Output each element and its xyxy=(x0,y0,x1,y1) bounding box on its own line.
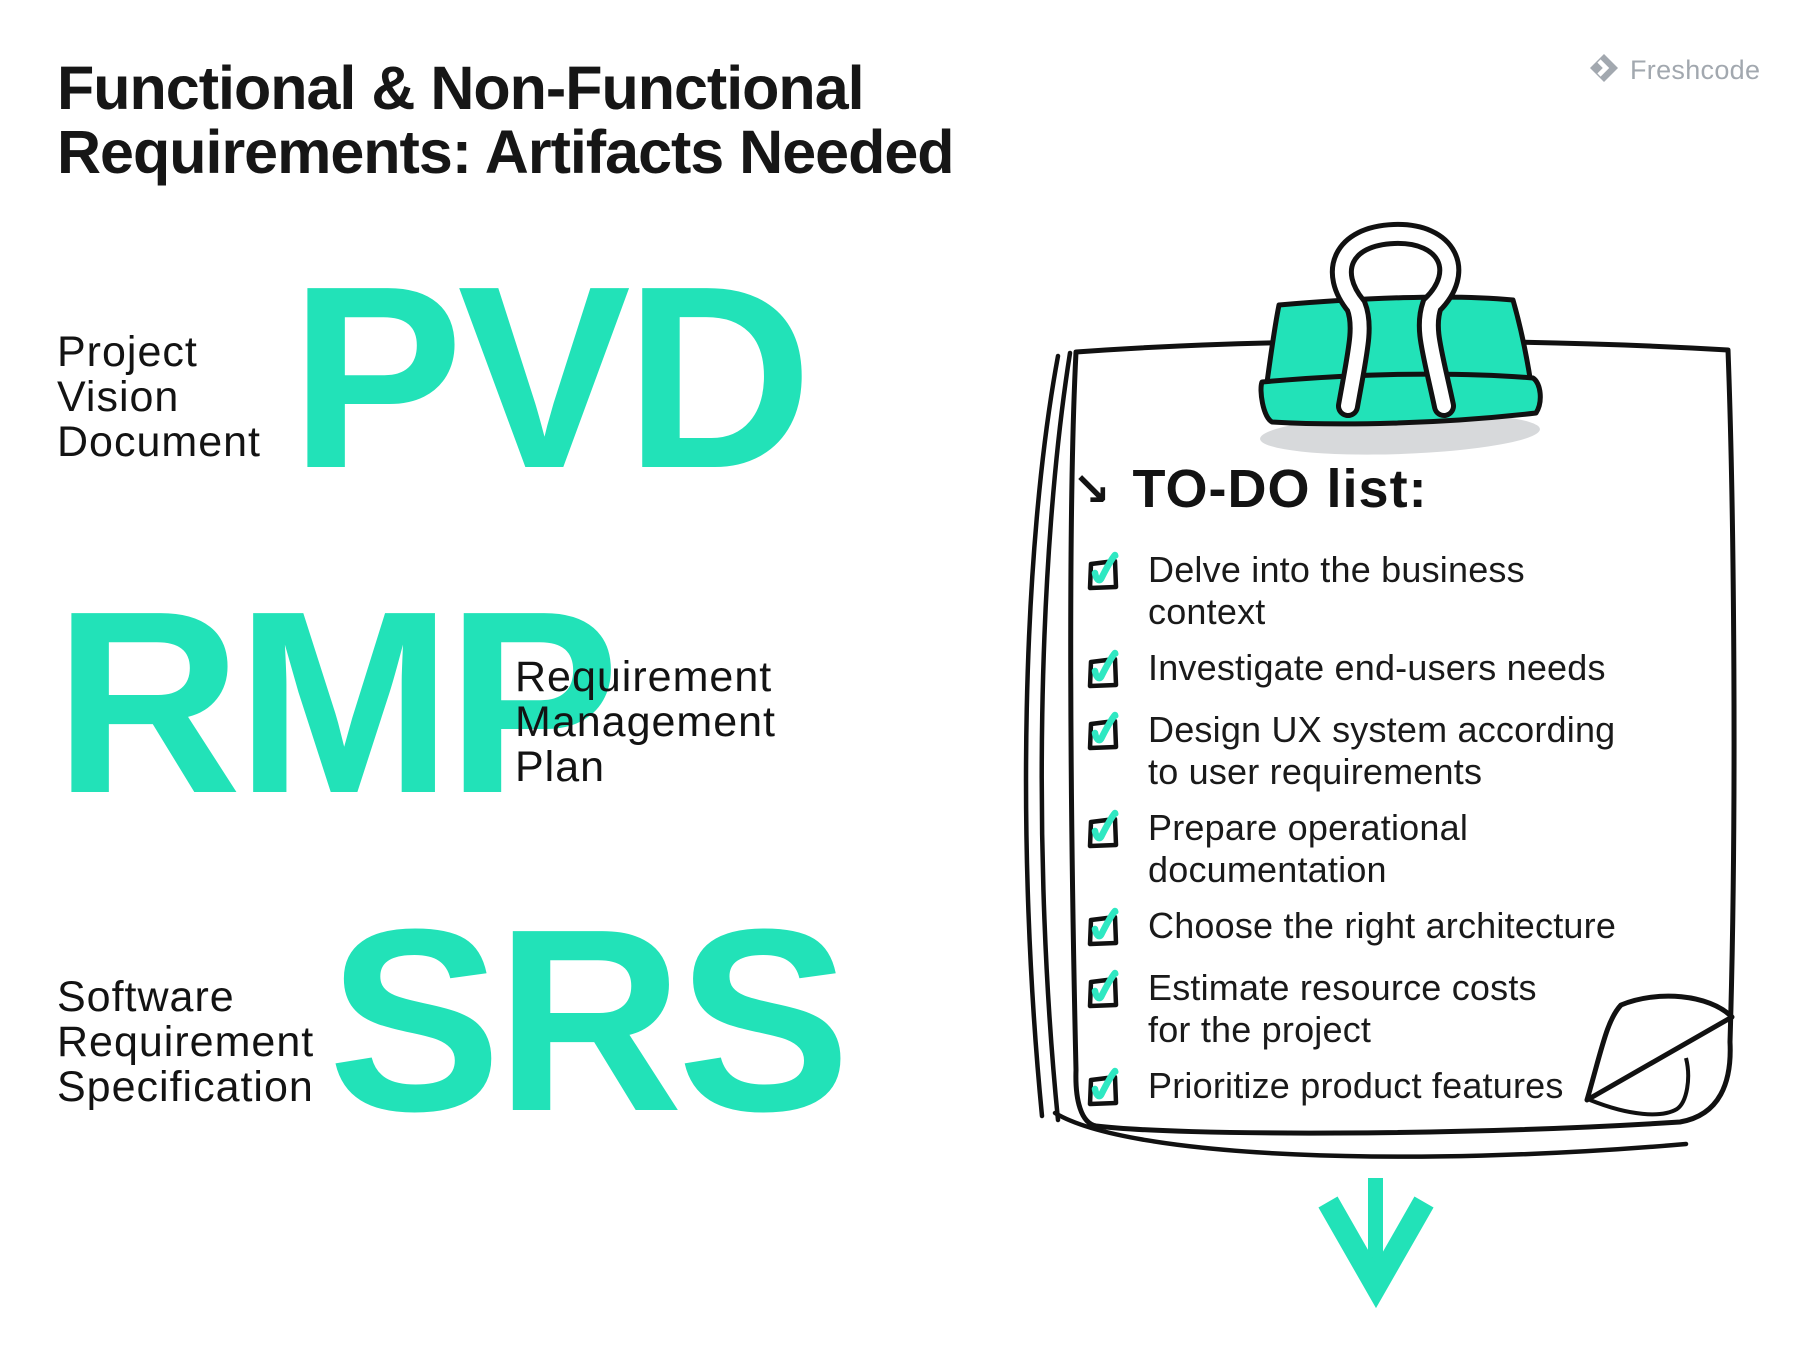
artifact-label-line: Management xyxy=(515,698,776,746)
artifact-label-line: Document xyxy=(57,418,261,466)
artifact-label-line: Project xyxy=(57,328,198,376)
todo-item-line: Investigate end-users needs xyxy=(1148,647,1606,688)
todo-item: Prepare operational documentation xyxy=(1085,807,1725,891)
todo-item-line: Prepare operational xyxy=(1148,807,1469,848)
artifact-label-rmp: Requirement Management Plan xyxy=(515,655,776,790)
todo-item: Design UX system according to user requi… xyxy=(1085,709,1725,793)
notepad-page xyxy=(1068,338,1737,1136)
notepad-corner-curl xyxy=(1584,993,1735,1103)
artifact-abbr-rmp: RMP xyxy=(54,558,620,848)
notepad-under-corner xyxy=(1589,1057,1691,1117)
todo-item-text: Estimate resource costs for the project xyxy=(1148,967,1537,1051)
checkbox-checked-icon xyxy=(1085,550,1121,597)
todo-item: Prioritize product features xyxy=(1085,1065,1725,1113)
artifact-label-srs: Software Requirement Specification xyxy=(57,975,314,1110)
todo-item-text: Prepare operational documentation xyxy=(1148,807,1468,891)
todo-item: Choose the right architecture xyxy=(1085,905,1725,953)
todo-item-text: Prioritize product features xyxy=(1148,1065,1564,1107)
notepad-illustration xyxy=(980,210,1780,1360)
todo-header: ↘ TO-DO list: xyxy=(1072,458,1428,520)
todo-item-line: Choose the right architecture xyxy=(1148,905,1617,946)
notepad-page-edges xyxy=(1023,350,1689,1159)
checkbox-checked-icon xyxy=(1085,710,1121,757)
artifact-label-line: Plan xyxy=(515,743,606,791)
freshcode-logo-text: Freshcode xyxy=(1630,55,1761,85)
todo-item-text: Delve into the business context xyxy=(1148,549,1525,633)
artifact-abbr-srs: SRS xyxy=(328,876,851,1166)
checkbox-checked-icon xyxy=(1085,968,1121,1015)
checkbox-checked-icon xyxy=(1085,1066,1121,1113)
binder-clip-lip xyxy=(1258,371,1543,427)
todo-item-line: Delve into the business xyxy=(1148,549,1525,590)
artifact-label-line: Specification xyxy=(57,1063,314,1111)
todo-item-text: Design UX system according to user requi… xyxy=(1148,709,1615,793)
page-title-line1: Functional & Non-Functional xyxy=(57,54,865,122)
todo-item-line: to user requirements xyxy=(1148,751,1483,792)
todo-item: Delve into the business context xyxy=(1085,549,1725,633)
todo-item: Investigate end-users needs xyxy=(1085,647,1725,695)
artifact-abbr-pvd: PVD xyxy=(290,233,813,523)
down-arrow-icon xyxy=(1318,1178,1434,1309)
checkbox-checked-icon xyxy=(1085,906,1121,953)
todo-item-line: context xyxy=(1148,591,1266,632)
artifact-label-line: Requirement xyxy=(57,1018,315,1066)
todo-item-text: Choose the right architecture xyxy=(1148,905,1616,947)
binder-clip-wire xyxy=(1329,221,1462,418)
artifact-label-line: Requirement xyxy=(515,653,773,701)
artifact-label-line: Software xyxy=(57,973,235,1021)
todo-item-line: for the project xyxy=(1148,1009,1372,1050)
binder-clip-body xyxy=(1263,294,1534,393)
todo-item-line: Prioritize product features xyxy=(1148,1065,1564,1106)
todo-item-line: Estimate resource costs xyxy=(1148,967,1537,1008)
todo-item-line: Design UX system according xyxy=(1148,709,1616,750)
freshcode-diamond-icon xyxy=(1588,52,1620,89)
checkbox-checked-icon xyxy=(1085,808,1121,855)
page-title: Functional & Non-Functional Requirements… xyxy=(57,54,955,186)
todo-item-text: Investigate end-users needs xyxy=(1148,647,1606,689)
artifact-label-pvd: Project Vision Document xyxy=(57,330,261,465)
todo-item: Estimate resource costs for the project xyxy=(1085,967,1725,1051)
checkbox-checked-icon xyxy=(1085,648,1121,695)
todo-item-line: documentation xyxy=(1148,849,1387,890)
freshcode-logo: Freshcode xyxy=(1588,52,1760,89)
artifact-label-line: Vision xyxy=(57,373,180,421)
page-title-line2: Requirements: Artifacts Needed xyxy=(57,118,955,186)
todo-header-text: TO-DO list: xyxy=(1132,459,1428,519)
arrow-down-right-icon: ↘ xyxy=(1072,462,1111,516)
todo-list: Delve into the business context Investig… xyxy=(1085,549,1725,1127)
